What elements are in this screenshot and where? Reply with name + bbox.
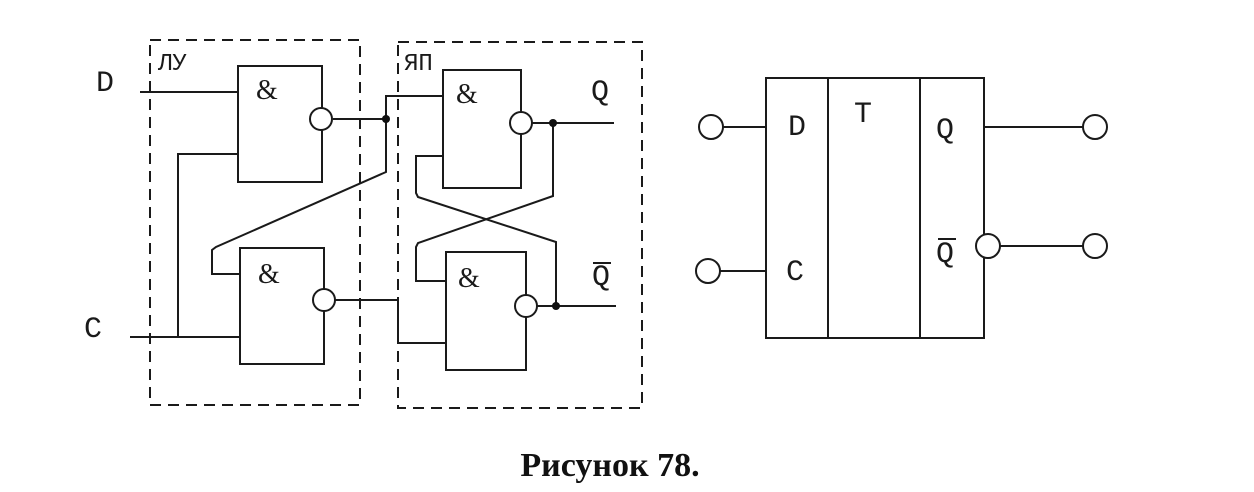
symbol-qbar-bubble [975, 233, 1001, 259]
gate-2-symbol: & [258, 259, 280, 290]
wire-node-g3 [385, 95, 443, 119]
symbol-q-label: Q [936, 114, 954, 148]
node-q [549, 119, 557, 127]
pin-qbar-terminal [1082, 233, 1108, 259]
pin-c-terminal [695, 258, 721, 284]
gate-3-bubble [509, 111, 533, 135]
wire-qbar-feedback [415, 155, 557, 306]
output-qbar-label: Q [592, 261, 610, 295]
symbol-type-label: T [854, 98, 872, 132]
pin-q-terminal [1082, 114, 1108, 140]
gate-2-bubble [312, 288, 336, 312]
gate-4-bubble [514, 294, 538, 318]
gate-2 [239, 247, 325, 365]
logic-block-label: ЛУ [157, 51, 187, 78]
gate-4 [445, 251, 527, 371]
input-d-label: D [96, 67, 114, 101]
pin-d-terminal [698, 114, 724, 140]
figure-caption: Рисунок 78. [520, 447, 699, 484]
gate-4-symbol: & [458, 263, 480, 294]
gate-3 [442, 69, 522, 189]
memory-block-frame [397, 41, 643, 409]
gate-1-bubble [309, 107, 333, 131]
gate-3-symbol: & [456, 79, 478, 110]
symbol-qbar-label: Q [936, 238, 954, 272]
gate-1-symbol: & [256, 75, 278, 106]
node-g1-out [382, 115, 390, 123]
gate-1 [237, 65, 323, 183]
memory-block-label: ЯП [404, 51, 433, 78]
wire-g2-out [335, 299, 446, 344]
trigger-symbol-box [765, 77, 985, 339]
wire-c-up [177, 153, 238, 337]
symbol-c-label: C [786, 256, 804, 290]
wire-q-feedback [415, 123, 554, 282]
node-qbar [552, 302, 560, 310]
input-c-label: C [84, 313, 102, 347]
wire-node-g2 [211, 119, 387, 275]
output-q-label: Q [591, 76, 609, 110]
symbol-d-label: D [788, 111, 806, 145]
